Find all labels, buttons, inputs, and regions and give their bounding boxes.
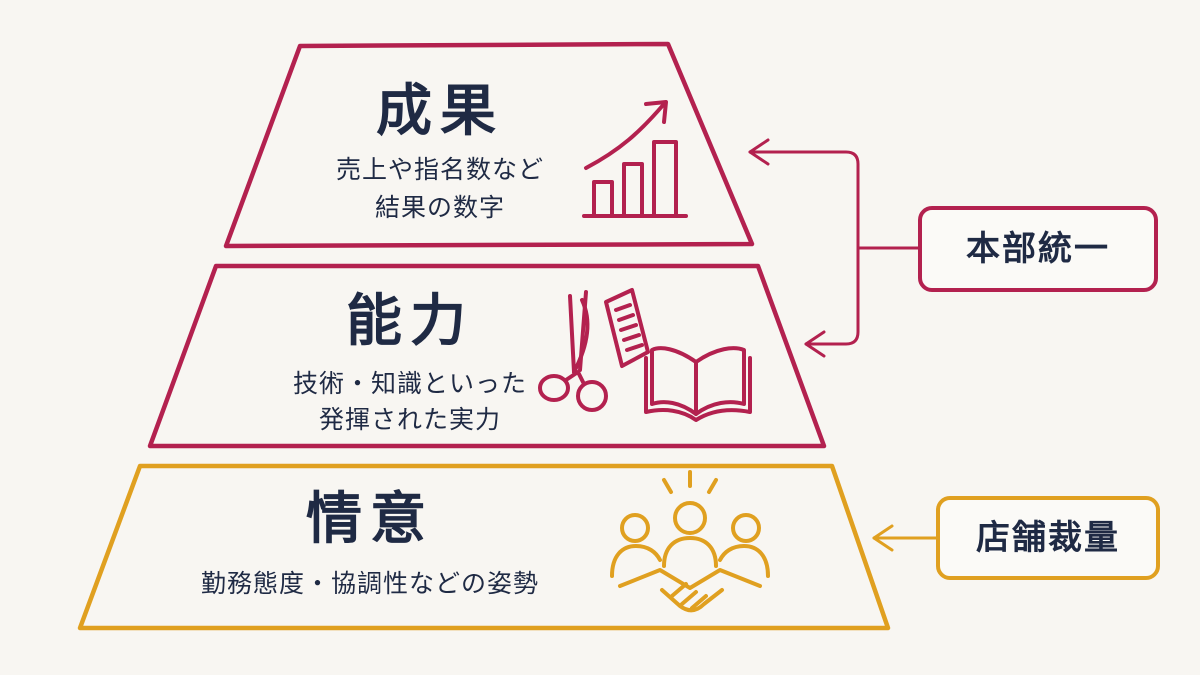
headquarters-bracket-arrows [748, 138, 922, 358]
tier-bottom-desc-line1: 勤務態度・協調性などの姿勢 [200, 569, 539, 598]
store-label-box [936, 496, 1160, 580]
headquarters-label: 本部統一 [966, 229, 1110, 269]
store-arrow [872, 524, 940, 552]
open-book-icon [644, 346, 752, 422]
tier-middle-desc-line2: 発揮された実力 [318, 405, 501, 434]
scissors-comb-icon [538, 288, 650, 412]
tier-top-desc-line1: 売上や指名数など [335, 155, 544, 184]
tier-bottom-title: 情意 [306, 487, 434, 552]
bar-chart-growth-icon [582, 100, 688, 218]
tier-top-desc-line2: 結果の数字 [374, 193, 505, 222]
tier-middle-title: 能力 [346, 289, 474, 354]
tier-bottom-outline [77, 463, 891, 631]
store-label: 店舗裁量 [976, 518, 1120, 558]
tier-top-outline [223, 41, 755, 249]
tier-middle-outline [147, 263, 827, 449]
team-handshake-icon [610, 470, 770, 613]
headquarters-label-box [918, 206, 1158, 292]
tier-middle-desc-line1: 技術・知識といった [292, 369, 527, 398]
tier-top-title: 成果 [376, 79, 504, 144]
